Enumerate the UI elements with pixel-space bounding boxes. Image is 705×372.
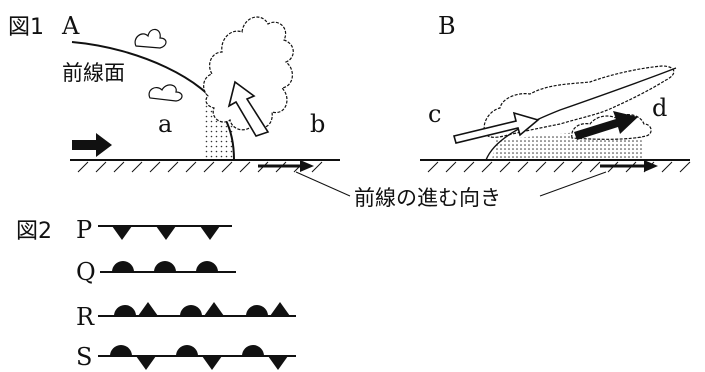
occluded-front-symbol	[98, 302, 296, 317]
panel-a: 前線面 a b	[62, 16, 340, 173]
label-b: b	[310, 110, 325, 138]
warm-front-symbol	[100, 261, 236, 273]
cumulonimbus-cloud	[203, 16, 294, 131]
figure2-title: 図2	[16, 219, 52, 244]
label-c: c	[428, 100, 441, 128]
label-a: a	[158, 110, 172, 138]
figure1-title: 図1	[8, 15, 44, 40]
cold-air-arrow	[574, 111, 638, 140]
caption-leaders	[295, 171, 607, 197]
cloud-small-1	[134, 28, 167, 49]
cloud-small-2	[148, 84, 183, 102]
cold-front-symbol	[98, 225, 232, 240]
stationary-front-symbol	[98, 345, 296, 370]
symbol-s-label: S	[76, 343, 92, 371]
wind-arrow-a	[72, 133, 112, 157]
symbol-q-label: Q	[76, 258, 96, 286]
front-direction-arrow-a	[258, 160, 314, 172]
front-direction-caption: 前線の進む向き	[354, 186, 501, 210]
front-surface-b	[485, 67, 677, 161]
front-direction-arrow-b	[600, 160, 658, 172]
symbol-p-label: P	[76, 216, 92, 244]
rising-air-arrow	[227, 80, 270, 137]
label-d: d	[652, 94, 667, 122]
symbol-r-label: R	[76, 303, 95, 331]
warm-air-arrow	[453, 111, 540, 144]
front-surface-label: 前線面	[62, 61, 125, 85]
panel-a-label: A	[61, 12, 80, 40]
panel-b: c d	[420, 65, 691, 173]
panel-b-label: B	[438, 12, 456, 40]
